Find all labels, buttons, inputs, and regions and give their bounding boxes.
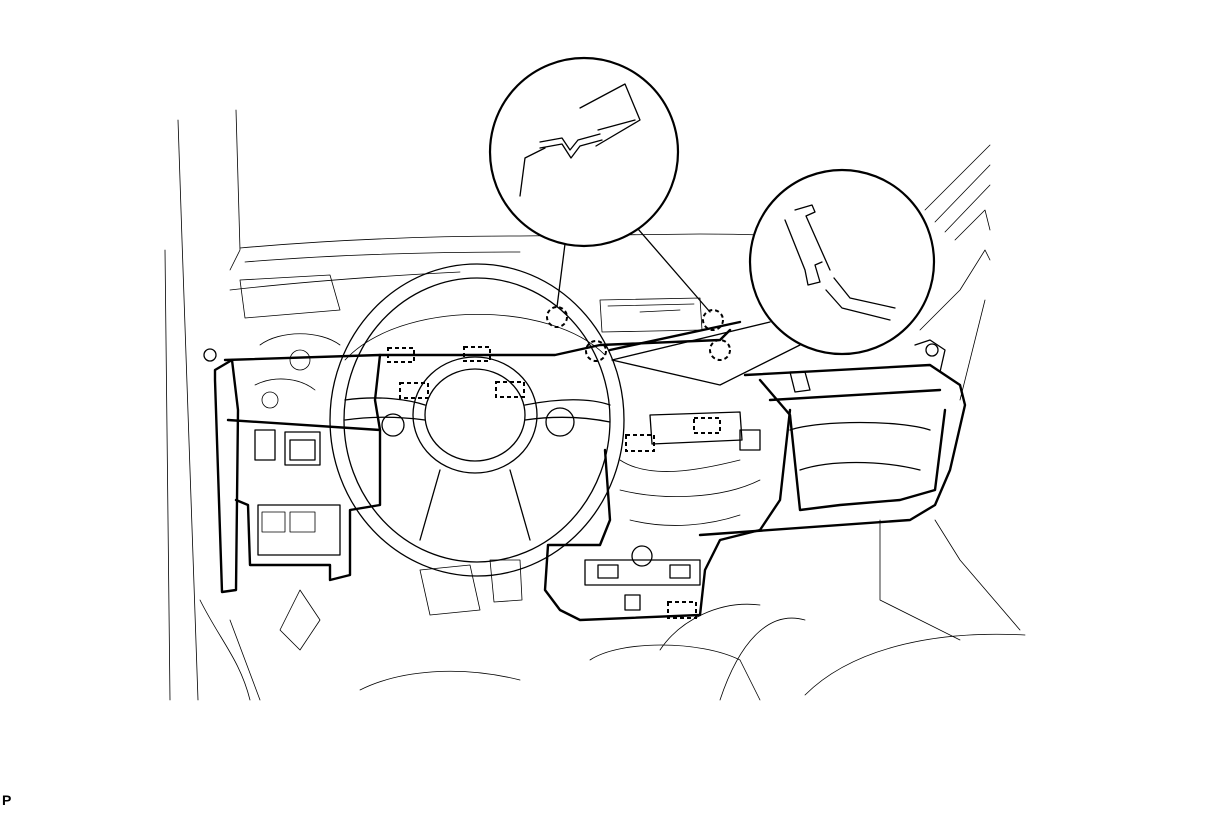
callout-upper-clip [488,56,680,248]
clip-marker [702,309,724,331]
claw-marker [399,382,429,399]
upper-dash-details [239,274,703,409]
claw-marker [625,434,655,452]
claw-marker [667,601,697,619]
clip-markers [546,306,731,362]
claw-markers [387,346,721,619]
figure-corner-label: P [2,792,12,808]
claw-marker [495,381,525,398]
claw-marker [693,417,721,434]
vehicle-interior-outline [164,109,1026,701]
claw-marker [463,346,491,362]
steering-wheel [329,263,625,577]
claw-marker [387,347,415,363]
callout-right-claw [748,168,936,356]
clip-marker [585,340,607,362]
instrument-panel-reinforcement [203,328,967,622]
clip-marker [546,306,568,328]
callout-leaders [556,221,801,386]
clip-marker [709,339,731,361]
